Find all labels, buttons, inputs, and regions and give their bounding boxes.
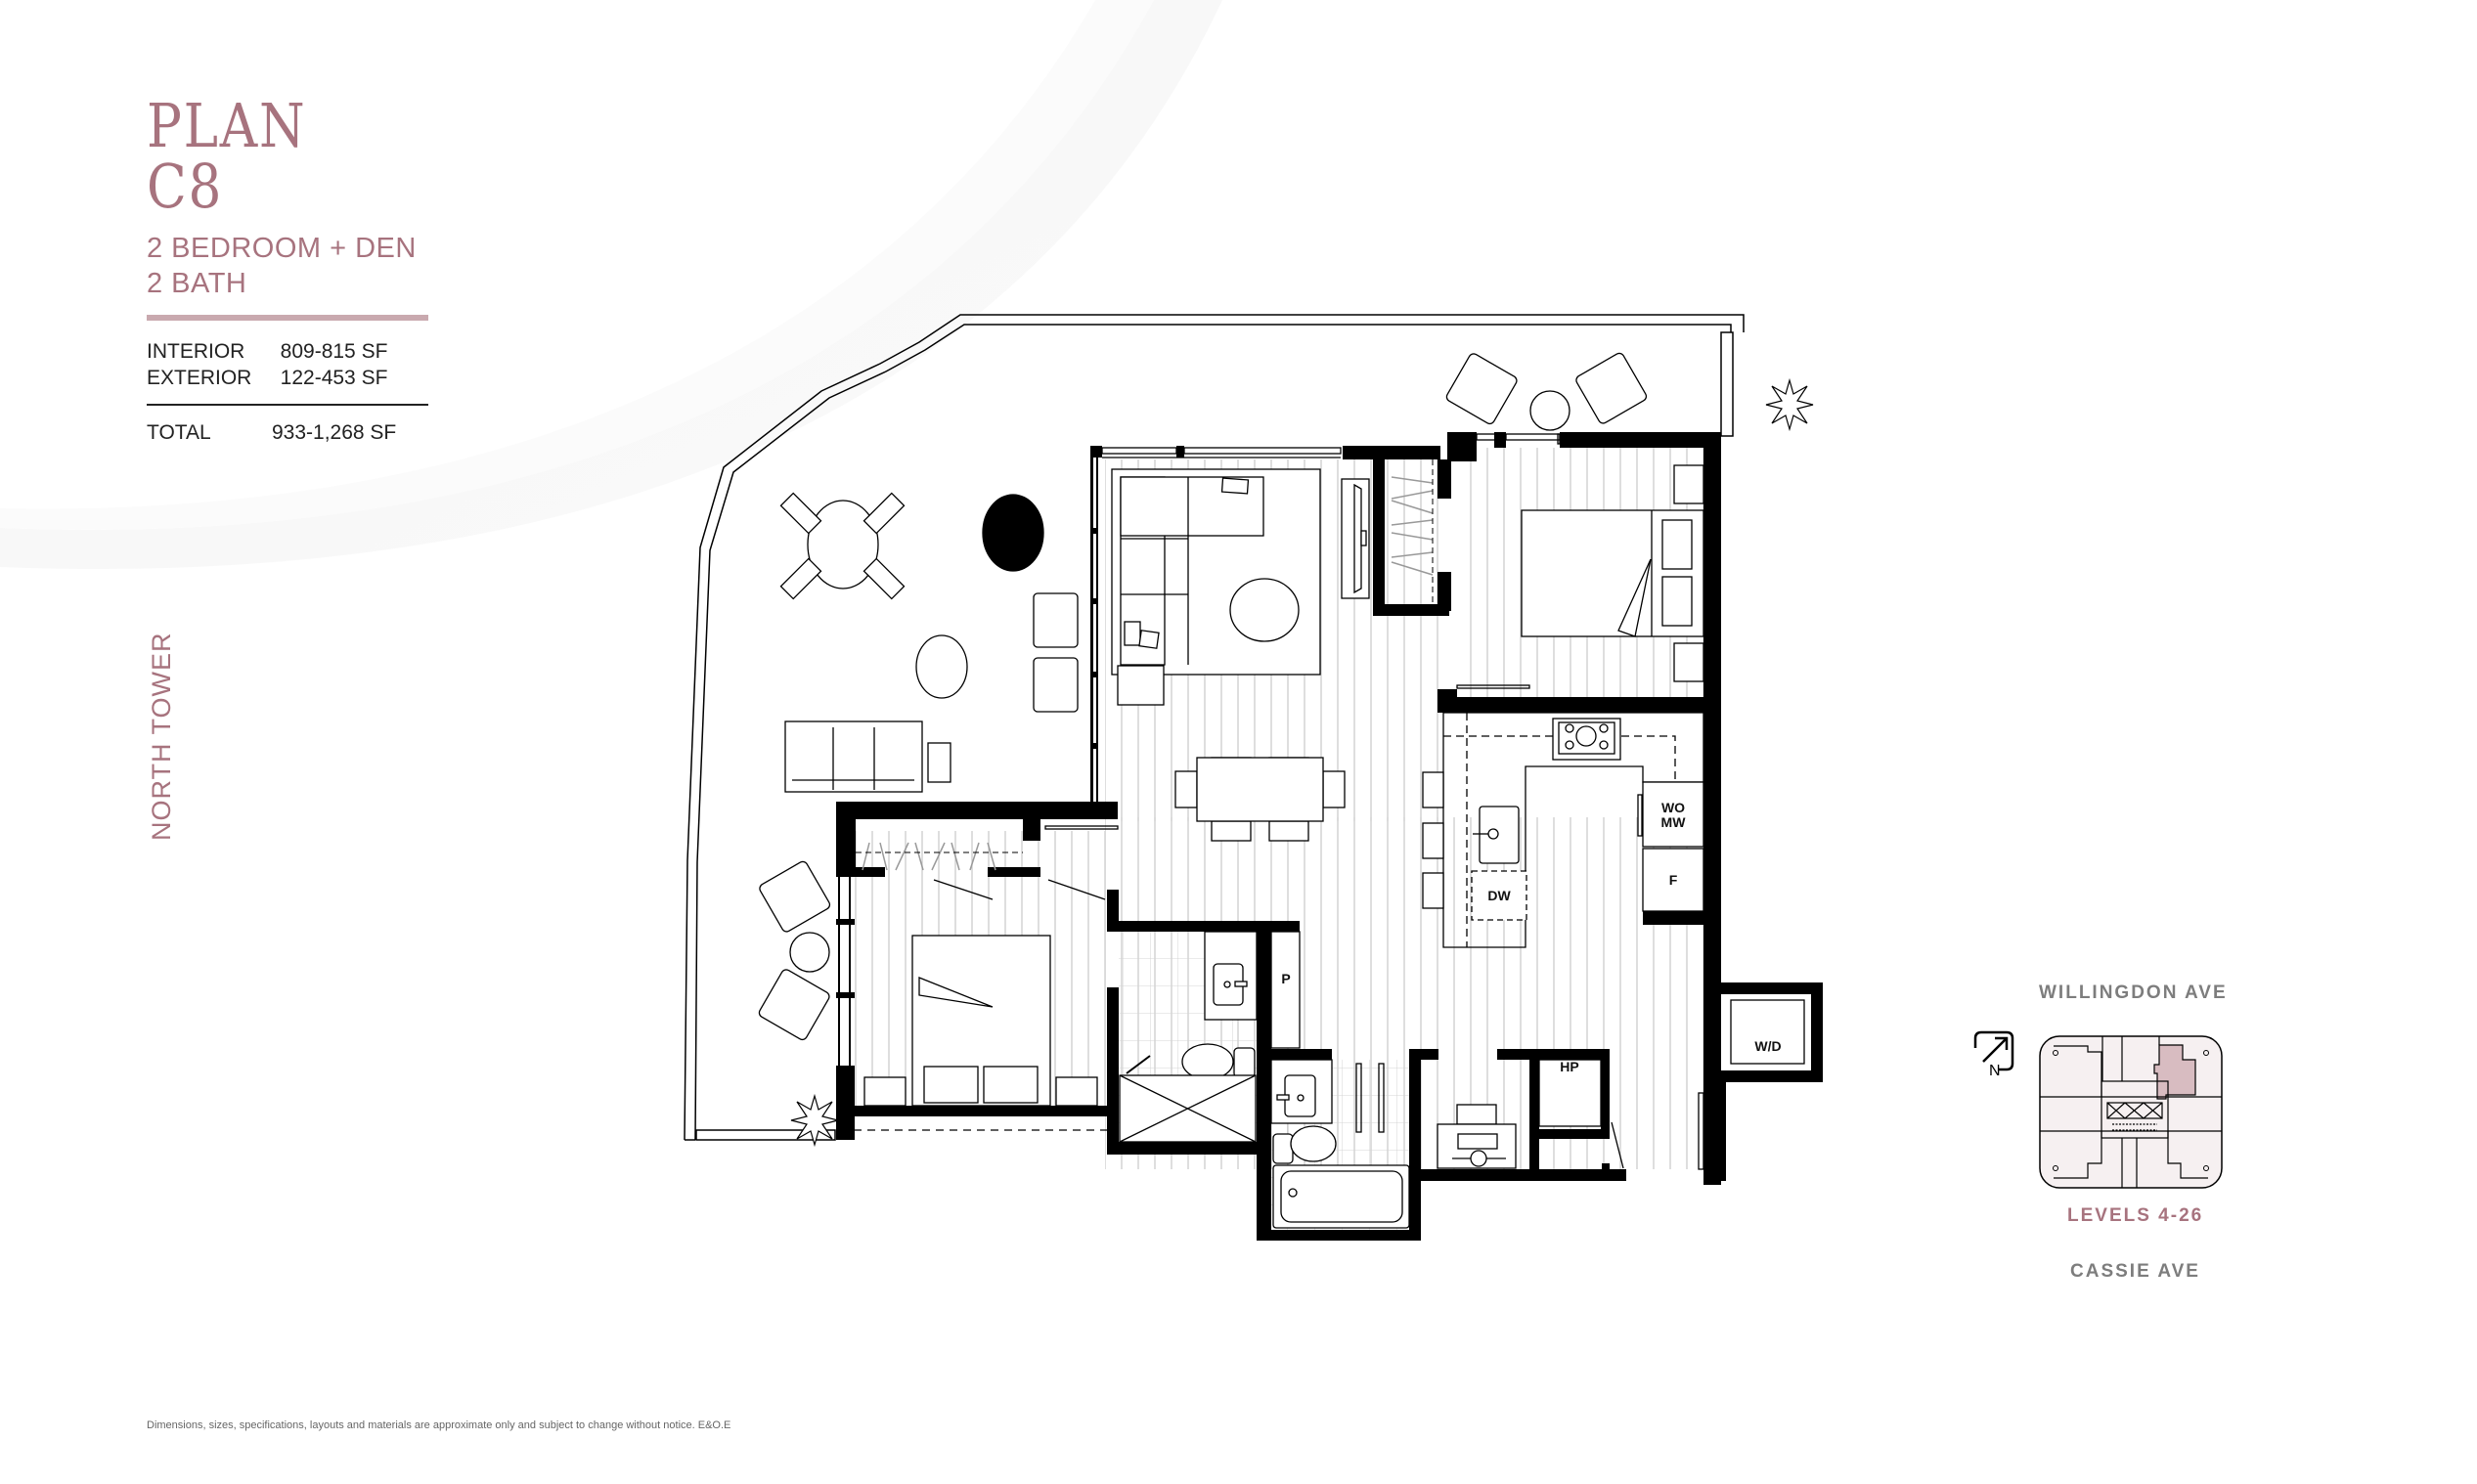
label-microwave: MW — [1661, 814, 1687, 830]
key-plan: N — [1973, 1030, 2223, 1189]
plan-info: PLAN C8 2 BEDROOM + DEN 2 BATH INTERIOR … — [147, 96, 430, 446]
master-bedroom — [1521, 464, 1704, 682]
living-furniture — [1111, 468, 1370, 706]
windows-doors — [854, 433, 1709, 1170]
area-row-exterior: EXTERIOR 122-453 SF — [147, 365, 430, 391]
main-bath — [1270, 1059, 1410, 1229]
balcony-furniture — [758, 352, 1648, 1041]
plan-title: PLAN C8 — [147, 90, 307, 222]
second-bedroom — [863, 935, 1098, 1107]
disclaimer: Dimensions, sizes, specifications, layou… — [147, 1419, 731, 1431]
area-row-interior: INTERIOR 809-815 SF — [147, 338, 430, 365]
ensuite-bath — [1119, 931, 1301, 1143]
accent-divider — [147, 315, 428, 321]
bath-count: 2 BATH — [147, 268, 247, 299]
walls — [836, 432, 1823, 1241]
label-dishwasher: DW — [1487, 888, 1511, 903]
total-label: TOTAL — [147, 420, 211, 444]
north-arrow-icon — [1973, 1030, 2014, 1071]
bedroom-count: 2 BEDROOM + DEN — [147, 233, 417, 264]
street-name-bottom: CASSIE AVE — [2070, 1261, 2200, 1282]
area-row-total: TOTAL 933-1,268 SF — [147, 419, 430, 446]
label-washer-dryer: W/D — [1754, 1038, 1781, 1054]
label-fridge: F — [1669, 872, 1678, 888]
label-wall-oven: WO — [1661, 800, 1685, 815]
appliance-labels: WO MW F DW P HP W/D — [1281, 800, 1781, 1074]
den — [1437, 1059, 1602, 1169]
plant-icon — [790, 377, 1814, 1148]
dining-set — [1174, 757, 1346, 842]
total-divider — [147, 404, 428, 406]
area-value: 809-815 SF — [280, 340, 388, 363]
balcony — [684, 314, 1745, 1141]
label-heat-pump: HP — [1560, 1059, 1578, 1074]
north-label: N — [1989, 1063, 2001, 1079]
area-label: INTERIOR — [147, 340, 245, 363]
street-name-top: WILLINGDON AVE — [2039, 982, 2228, 1003]
kitchen — [1422, 712, 1704, 948]
area-label: EXTERIOR — [147, 367, 252, 389]
area-table: INTERIOR 809-815 SF EXTERIOR 122-453 SF … — [147, 338, 430, 446]
washer-dryer — [1730, 999, 1805, 1065]
label-pantry: P — [1281, 971, 1290, 986]
total-value: 933-1,268 SF — [272, 420, 397, 444]
area-value: 122-453 SF — [280, 367, 388, 389]
levels-label: LEVELS 4-26 — [2067, 1205, 2204, 1226]
